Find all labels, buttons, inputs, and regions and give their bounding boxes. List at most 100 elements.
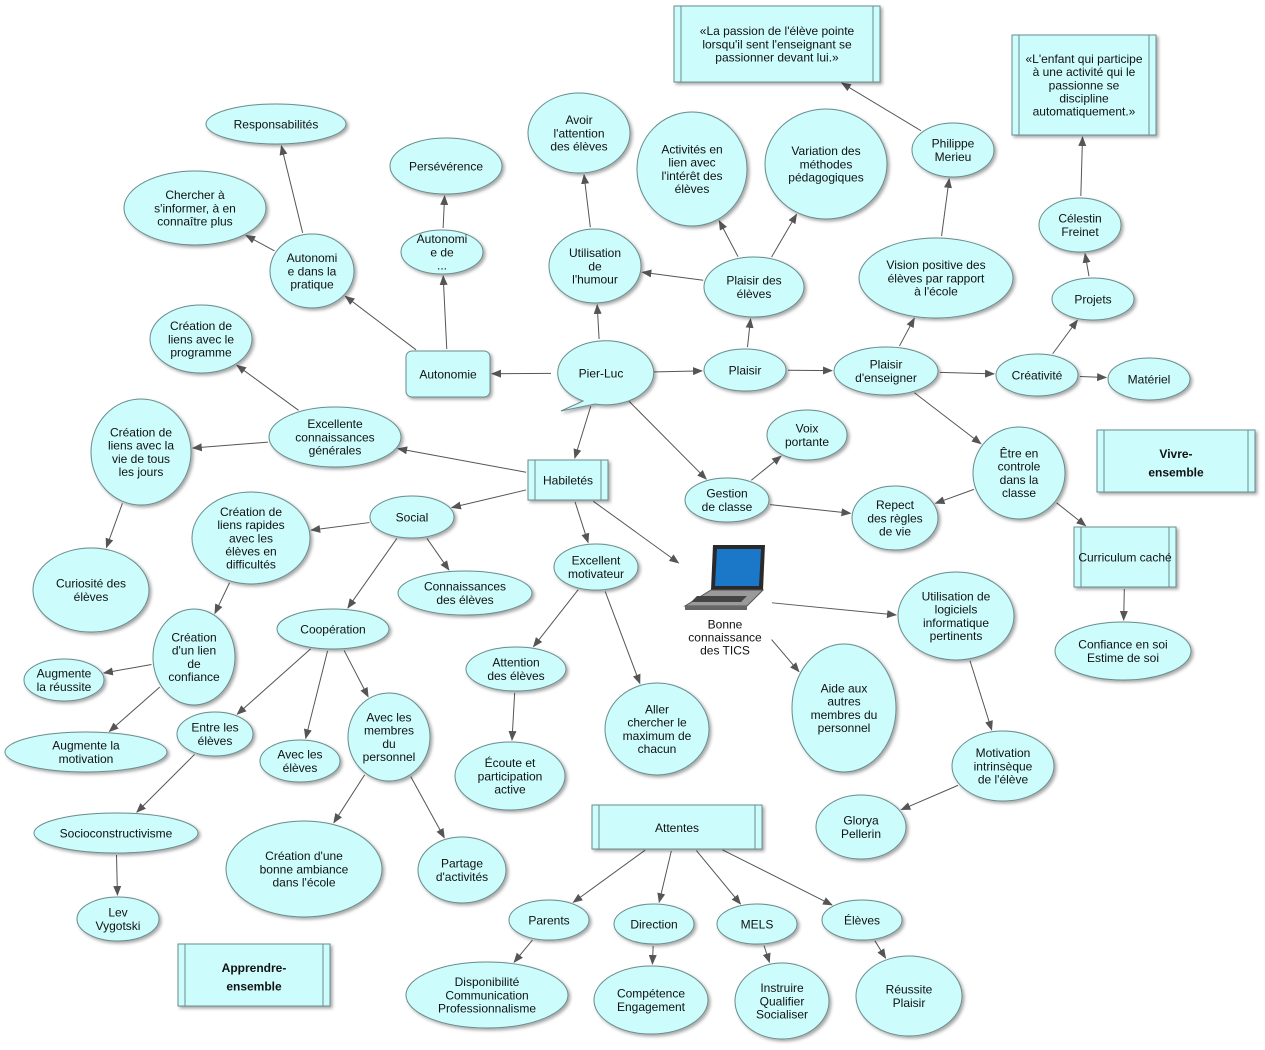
node-shape xyxy=(591,804,763,850)
edge-excellente_connaissances-to-creation_programme xyxy=(236,364,299,411)
node-shape xyxy=(32,547,150,633)
node-label: Direction xyxy=(630,917,677,931)
node-label: Projets xyxy=(1074,292,1111,306)
edge-avec_membres-to-bonne_ambiance xyxy=(333,774,366,824)
edge-habiletes-to-social xyxy=(450,489,527,510)
node-shape xyxy=(527,459,609,501)
node-shape xyxy=(33,812,199,854)
edge-attentes-to-mels xyxy=(696,850,742,905)
node-shape xyxy=(269,233,355,309)
edge-autonomie-to-autonomie_pratique xyxy=(344,295,417,351)
node-label: Persévérence xyxy=(409,159,483,173)
edge-motivation_intrinseque-to-glorya xyxy=(900,784,959,811)
edge-plaisir_eleves-to-humour xyxy=(641,269,704,281)
node-label: Attentes xyxy=(655,821,699,835)
node-shape xyxy=(405,961,569,1029)
edge-creativite-to-materiel xyxy=(1079,373,1108,382)
node-shape xyxy=(508,899,590,941)
node-mels: MELS xyxy=(716,903,798,945)
node-shape xyxy=(703,256,805,318)
node-projets: Projets xyxy=(1051,277,1135,321)
edge-pier_luc-to-gestion xyxy=(628,400,707,480)
edge-plaisir_enseigner-to-vision_positive xyxy=(899,317,915,347)
node-shape xyxy=(76,896,160,942)
node-shape xyxy=(225,820,383,918)
node-label: Plaisir xyxy=(729,363,762,377)
edge-creativite-to-projets xyxy=(1052,319,1078,355)
node-label: Matériel xyxy=(1128,372,1171,386)
node-shape xyxy=(400,229,484,275)
node-shape xyxy=(152,608,236,706)
edge-tics-to-aide_membres xyxy=(771,639,800,673)
edge-excellente_connaissances-to-creation_vie xyxy=(191,441,268,452)
node-shape xyxy=(764,108,888,220)
node-parents: Parents xyxy=(508,899,590,941)
edge-excellent_motivateur-to-attention_eleves xyxy=(532,589,579,648)
edge-parents-to-disponibilite xyxy=(513,939,533,963)
edge-creation_confiance-to-augmente_motivation xyxy=(108,686,161,733)
node-shape xyxy=(4,731,168,773)
node-shape xyxy=(553,543,639,591)
edge-attention_eleves-to-ecoute xyxy=(508,692,517,742)
edge-philippe-to-quote_passion xyxy=(840,82,922,132)
node-shape xyxy=(259,739,341,783)
edge-social-to-creation_rapides xyxy=(310,522,370,533)
node-creativite: Créativité xyxy=(995,353,1079,397)
edge-cooperation-to-entre_eleves xyxy=(236,648,311,715)
edge-logiciels-to-motivation_intrinseque xyxy=(969,660,993,731)
edge-attentes-to-eleves_att xyxy=(722,849,833,906)
edge-etre_controle-to-respect xyxy=(934,488,975,504)
node-responsabilites: Responsabilités xyxy=(205,103,347,145)
edge-autonomie_pratique-to-responsabilites xyxy=(279,144,304,234)
edge-direction-to-competence xyxy=(648,945,657,966)
node-shape xyxy=(911,122,995,178)
node-cooperation: Coopération xyxy=(276,608,390,650)
node-shape xyxy=(191,491,311,585)
node-label: Parents xyxy=(528,913,569,927)
node-shape xyxy=(604,682,710,776)
edge-pier_luc-to-plaisir xyxy=(650,367,704,376)
node-shape xyxy=(972,426,1066,520)
edge-eleves_att-to-reussite_plaisir xyxy=(874,940,887,959)
node-social: Social xyxy=(369,495,455,539)
edges xyxy=(102,82,1128,966)
node-label: Créativité xyxy=(1012,368,1063,382)
